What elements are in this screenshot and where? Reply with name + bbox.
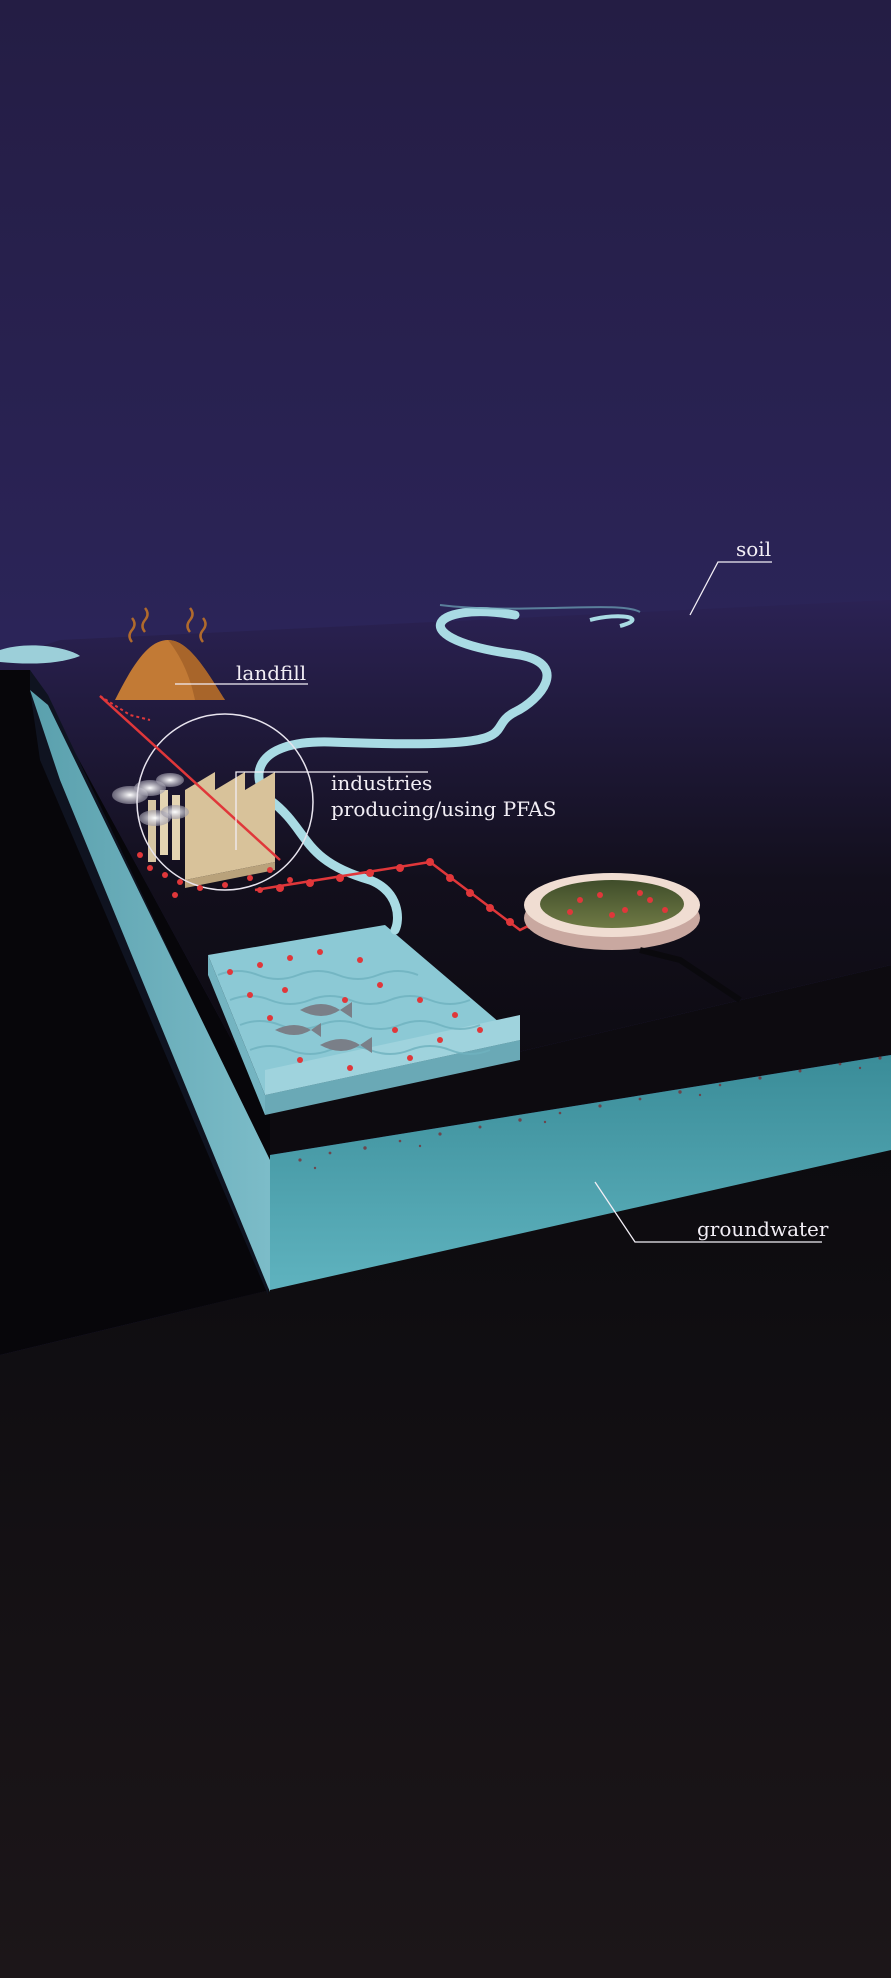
label-groundwater: groundwater bbox=[697, 1217, 829, 1241]
groundwater-contamination bbox=[298, 1056, 882, 1170]
label-soil: soil bbox=[736, 537, 771, 561]
block-left-wall bbox=[0, 670, 270, 1355]
fish-icon bbox=[275, 1002, 372, 1053]
label-landfill: landfill bbox=[236, 661, 306, 685]
river bbox=[254, 607, 552, 935]
label-leaders bbox=[175, 561, 822, 1243]
label-industries-line2: producing/using PFAS bbox=[331, 797, 556, 821]
groundwater-side bbox=[30, 690, 270, 1292]
landfill-mound bbox=[115, 607, 225, 700]
factory-icon bbox=[112, 772, 275, 888]
label-industries-line1: industries bbox=[331, 771, 432, 795]
pfas-particles-factory bbox=[137, 852, 293, 898]
surface-water-block bbox=[208, 925, 520, 1115]
industries-highlight-circle bbox=[136, 713, 314, 891]
groundwater-layer bbox=[270, 1055, 891, 1290]
soil-layer-front bbox=[270, 965, 891, 1155]
floor bbox=[0, 1140, 891, 1978]
treatment-basin bbox=[524, 873, 700, 950]
lake bbox=[0, 645, 80, 664]
